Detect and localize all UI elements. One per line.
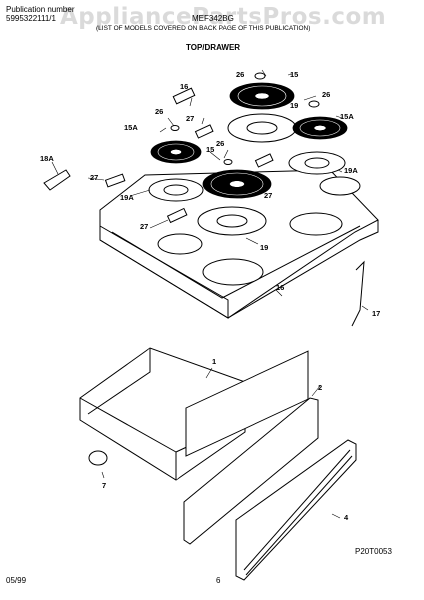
callout-15: 15: [206, 145, 214, 154]
drawing-code: P20T0053: [355, 547, 392, 556]
model-number: MEF342BG: [192, 14, 234, 23]
coil-elements: [150, 82, 348, 199]
callout-27: 27: [90, 173, 98, 182]
callout-27: 27: [186, 114, 194, 123]
callout-1: 1: [212, 357, 216, 366]
callout-19: 19: [290, 101, 298, 110]
publication-label: Publication number: [6, 5, 75, 14]
callout-2: 2: [318, 383, 322, 392]
burner-openings: [157, 176, 361, 286]
cooktop-panel: [99, 169, 379, 319]
callout-16: 16: [276, 283, 284, 292]
callout-27: 27: [140, 222, 148, 231]
callout-labels: 26 15 16 26 19 26 27 15A 15A 15 26 18A 2…: [40, 70, 380, 522]
callout-27: 27: [264, 191, 272, 200]
callout-15A: 15A: [124, 123, 138, 132]
callout-18A: 18A: [40, 154, 54, 163]
footer-date: 05/99: [6, 576, 27, 585]
receptacles: [43, 87, 365, 327]
callout-19: 19: [260, 243, 268, 252]
models-note: (LIST OF MODELS COVERED ON BACK PAGE OF …: [96, 25, 311, 32]
publication-number: 5995322111/1: [6, 14, 56, 23]
callout-4: 4: [344, 513, 349, 522]
callout-15A: 15A: [340, 112, 354, 121]
watermark: AppliancePartsPros.com: [60, 4, 387, 30]
drip-bowls: [148, 113, 346, 236]
callout-17: 17: [372, 309, 380, 318]
leader-lines: [51, 69, 369, 519]
drawer-assembly: [79, 347, 357, 581]
callout-26: 26: [236, 70, 244, 79]
page-number: 6: [216, 576, 221, 585]
callout-26: 26: [216, 139, 224, 148]
trim-caps: [170, 72, 320, 165]
callout-26: 26: [155, 107, 163, 116]
callout-19A: 19A: [120, 193, 134, 202]
callout-7: 7: [102, 481, 106, 490]
callout-26: 26: [322, 90, 330, 99]
callout-15: 15: [290, 70, 298, 79]
callout-16: 16: [180, 82, 188, 91]
section-title: TOP/DRAWER: [186, 43, 241, 52]
callout-19A: 19A: [344, 166, 358, 175]
